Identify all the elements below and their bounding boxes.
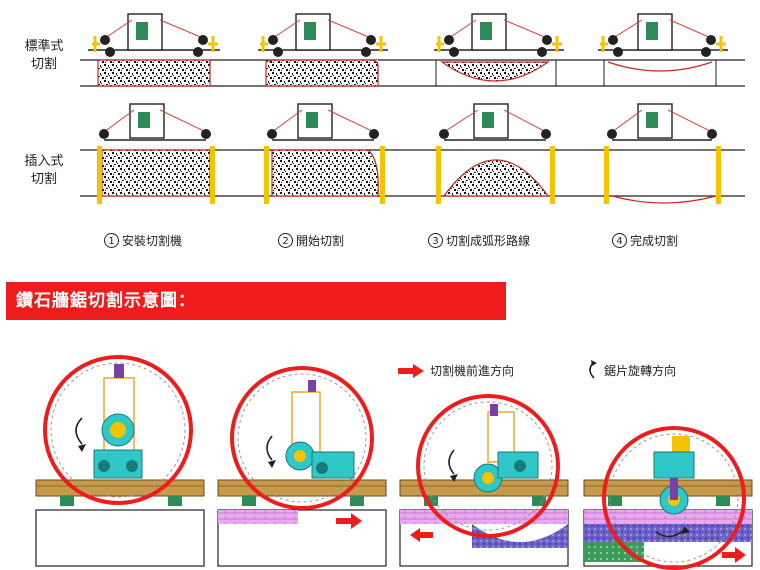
saw-panel-1 — [35, 355, 205, 567]
row-label-standard: 標準式 切割 — [24, 38, 64, 74]
cutting-steps-diagram — [80, 13, 745, 204]
standard-step4 — [598, 13, 728, 86]
step-label-2: 開始切割 — [296, 234, 345, 248]
row-label-plunge: 插入式 切割 — [24, 153, 64, 189]
rotation-arrow-icon — [589, 360, 597, 379]
step-caption-3: 3 切割成弧形路線 — [428, 232, 530, 249]
standard-step2 — [258, 13, 388, 87]
step-label-4: 完成切割 — [630, 234, 679, 248]
row-label-standard-line1: 標準式 — [24, 39, 64, 54]
step-caption-4: 4 完成切割 — [612, 232, 678, 249]
banner-title: 鑽石牆鋸切割示意圖： — [16, 291, 196, 311]
row-label-plunge-line2: 切割 — [30, 172, 57, 187]
plunge-step1 — [97, 103, 215, 204]
legend-direction-label: 切割機前進方向 — [430, 364, 515, 378]
standard-step1 — [88, 13, 220, 87]
legend-rotation: 鋸片旋轉方向 — [584, 360, 676, 380]
step-label-3: 切割成弧形路線 — [446, 234, 531, 248]
plunge-step3 — [436, 103, 555, 204]
saw-panel-2 — [217, 366, 387, 567]
step-number-1: 1 — [104, 233, 119, 248]
step-number-3: 3 — [428, 233, 443, 248]
row-label-plunge-line1: 插入式 — [24, 154, 64, 169]
saw-panel-3 — [399, 394, 569, 567]
legend-rotation-label: 鋸片旋轉方向 — [604, 363, 677, 378]
step-label-1: 安裝切割機 — [122, 234, 183, 248]
standard-row — [80, 13, 745, 87]
step-number-2: 2 — [278, 233, 293, 248]
plunge-row — [80, 103, 745, 204]
legend-direction: 切割機前進方向 — [398, 362, 514, 379]
standard-step3 — [434, 13, 564, 86]
step-caption-1: 1 安裝切割機 — [104, 232, 182, 249]
plunge-step2 — [264, 103, 385, 204]
saw-panel-4 — [583, 426, 753, 570]
step-number-4: 4 — [612, 233, 627, 248]
red-arrow-icon — [398, 363, 424, 378]
plunge-step4 — [604, 103, 721, 204]
row-label-standard-line2: 切割 — [30, 57, 57, 72]
step-caption-2: 2 開始切割 — [278, 232, 344, 249]
section-banner: 鑽石牆鋸切割示意圖： — [6, 282, 506, 320]
